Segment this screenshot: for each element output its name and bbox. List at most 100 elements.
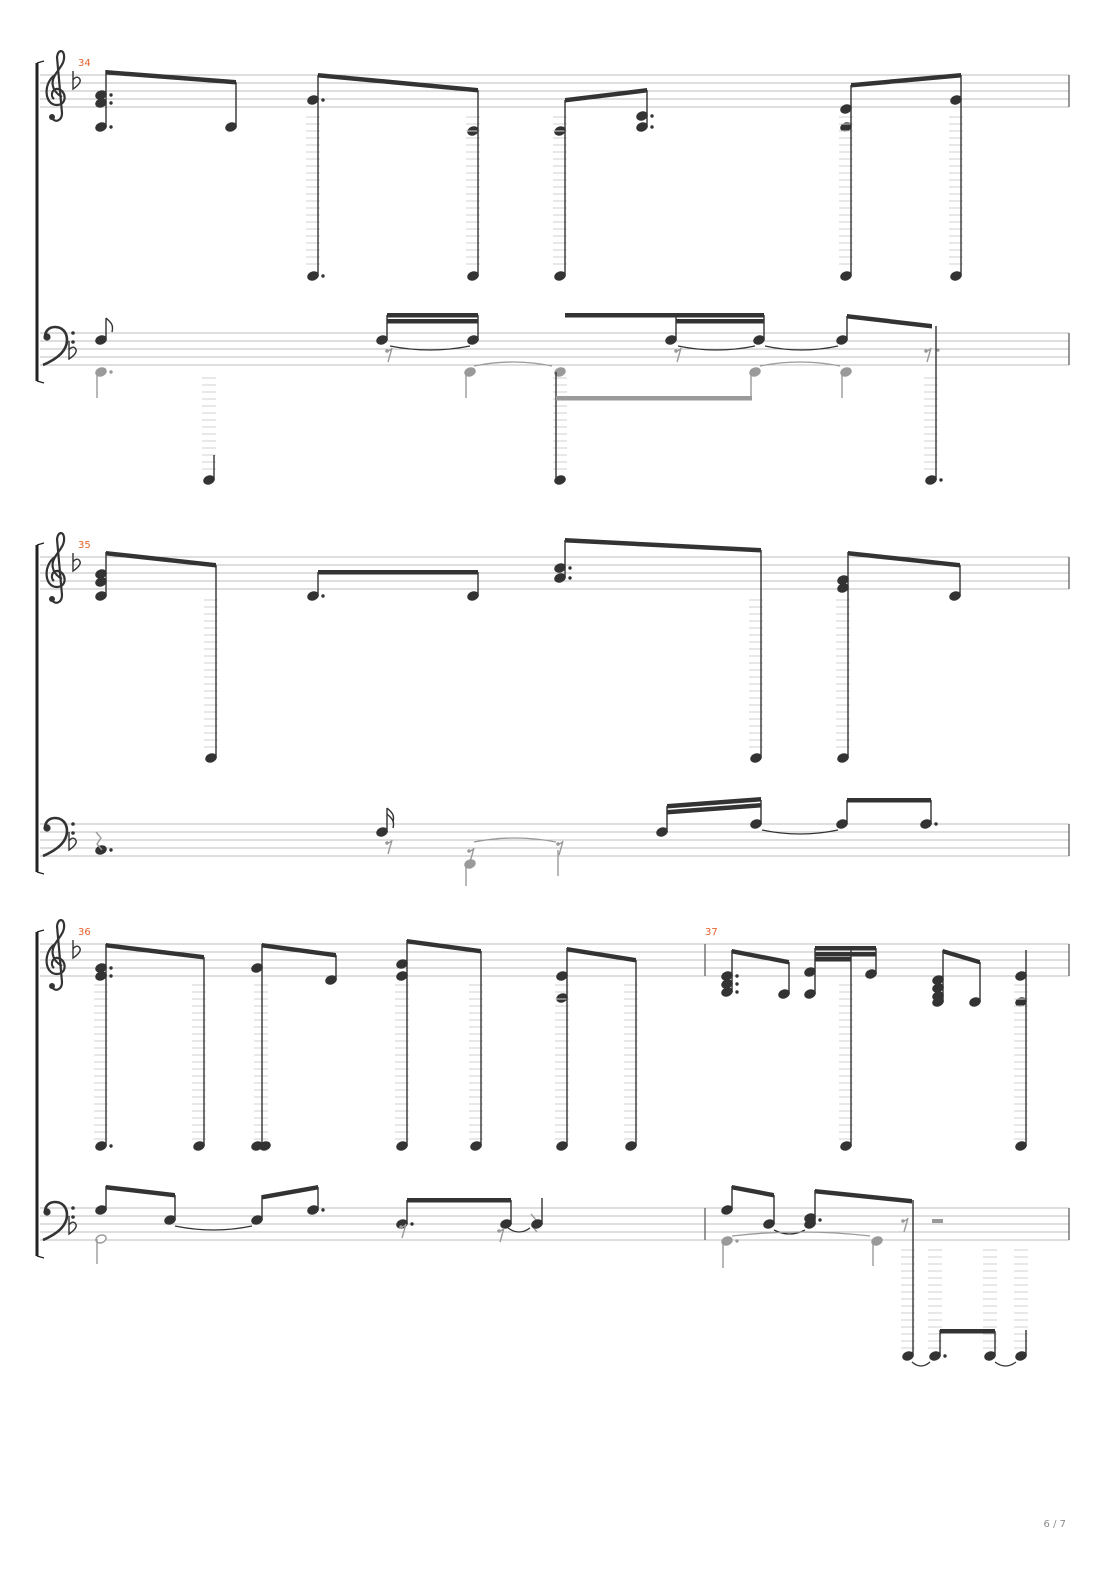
measure-number: 34 <box>78 58 91 69</box>
tie <box>174 1225 253 1231</box>
system-3: 36 37 <box>35 918 1070 1367</box>
augmentation-dot <box>321 98 325 102</box>
flat-icon <box>72 552 81 572</box>
note-beam <box>318 570 478 575</box>
note-beam <box>732 1185 774 1198</box>
note-head <box>721 1236 733 1246</box>
note-beam <box>847 798 931 803</box>
note-beam <box>106 943 204 960</box>
note-beam <box>667 803 761 815</box>
note-beam <box>851 73 961 88</box>
flat-icon <box>72 70 81 90</box>
tie <box>731 1231 871 1237</box>
bass-staff <box>40 332 1069 366</box>
treble-clef-icon <box>45 531 66 604</box>
note-beam <box>262 1185 318 1200</box>
half-rest <box>932 1219 943 1223</box>
augmentation-dot <box>936 348 940 352</box>
note-flag <box>386 807 395 829</box>
augmentation-dot <box>735 990 739 994</box>
note-beam <box>667 797 761 809</box>
tie <box>764 345 839 351</box>
note-beam <box>387 319 478 324</box>
note-beam <box>106 551 216 568</box>
tie <box>507 1227 531 1233</box>
page-number: 6 / 7 <box>1043 1519 1066 1530</box>
tie <box>759 361 841 367</box>
note-beam <box>848 551 960 568</box>
augmentation-dot <box>109 974 113 978</box>
note-beam <box>567 947 636 963</box>
augmentation-dot <box>650 125 654 129</box>
tie <box>911 1361 931 1367</box>
note-head <box>95 367 107 377</box>
measure-number: 35 <box>78 540 91 551</box>
note-head <box>95 845 107 855</box>
note-head <box>554 367 566 377</box>
note-head <box>554 475 566 485</box>
measure-number: 37 <box>705 927 718 938</box>
system-2: 35 <box>35 531 1070 886</box>
systems-layer: 34 35 36 37 <box>35 49 1070 1367</box>
note-beam <box>940 1329 995 1334</box>
note-head <box>749 367 761 377</box>
note-beam <box>318 73 478 93</box>
quarter-rest <box>95 831 103 851</box>
augmentation-dot <box>109 370 113 374</box>
note-beam <box>732 949 789 965</box>
measure-number: 36 <box>78 927 91 938</box>
note-beam <box>407 939 481 954</box>
augmentation-dot <box>934 822 938 826</box>
treble-staff <box>40 943 1069 977</box>
note-head <box>464 859 476 869</box>
note-beam <box>815 957 851 962</box>
augmentation-dot <box>321 274 325 278</box>
augmentation-dot <box>818 1218 822 1222</box>
note-beam <box>847 314 932 329</box>
treble-staff <box>40 74 1069 108</box>
note-beam <box>943 949 980 965</box>
note-beam <box>262 943 336 958</box>
bass-staff <box>40 1207 1069 1241</box>
note-beam <box>407 1198 511 1203</box>
augmentation-dot <box>321 594 325 598</box>
tie <box>473 361 553 367</box>
augmentation-dot <box>109 93 113 97</box>
note-beam <box>676 319 764 324</box>
augmentation-dot <box>568 576 572 580</box>
augmentation-dot <box>735 974 739 978</box>
augmentation-dot <box>735 1239 739 1243</box>
note-beam <box>106 70 236 85</box>
augmentation-dot <box>109 1144 113 1148</box>
tie <box>389 345 471 351</box>
tie <box>761 829 839 835</box>
tie <box>473 837 557 843</box>
augmentation-dot <box>410 1222 414 1226</box>
augmentation-dot <box>735 982 739 986</box>
augmentation-dot <box>650 114 654 118</box>
augmentation-dot <box>943 1354 947 1358</box>
note-beam <box>556 396 752 401</box>
note-head <box>840 367 852 377</box>
note-flag <box>105 317 114 333</box>
note-head <box>95 1234 107 1244</box>
note-beam <box>815 952 876 957</box>
note-head <box>871 1236 883 1246</box>
augmentation-dot <box>321 1208 325 1212</box>
augmentation-dot <box>939 478 943 482</box>
tie <box>677 345 756 351</box>
note-beam <box>106 1185 175 1198</box>
note-beam <box>387 313 478 318</box>
augmentation-dot <box>109 848 113 852</box>
note-beam <box>565 88 647 103</box>
system-1: 34 <box>35 49 1070 485</box>
note-beam <box>815 1189 912 1204</box>
augmentation-dot <box>568 566 572 570</box>
augmentation-dot <box>109 101 113 105</box>
augmentation-dot <box>109 966 113 970</box>
treble-clef-icon <box>45 918 66 991</box>
note-beam <box>815 946 876 951</box>
treble-clef-icon <box>45 49 66 122</box>
note-beam <box>565 313 764 318</box>
